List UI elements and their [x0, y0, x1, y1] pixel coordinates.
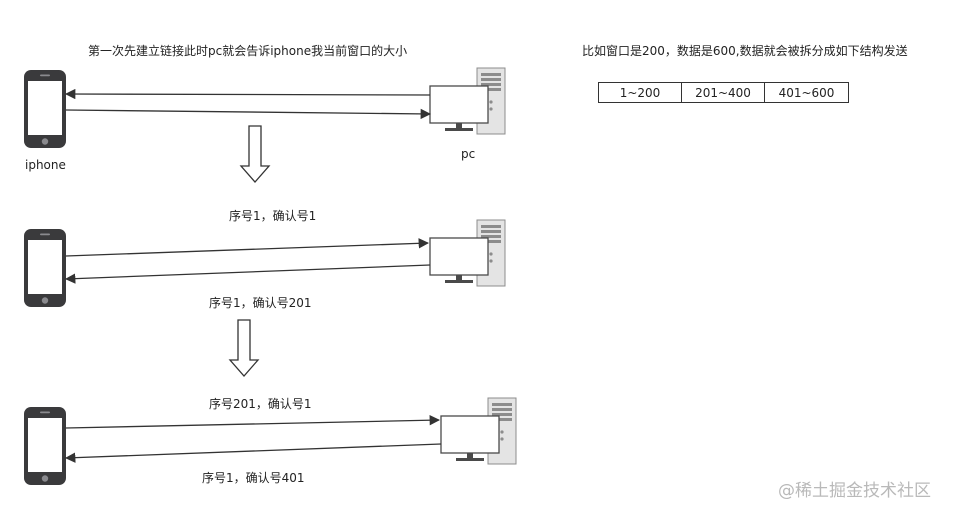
arrow-phone-to-pc [65, 108, 432, 120]
arrow-pc-to-phone [64, 88, 431, 100]
iphone-icon [24, 70, 66, 148]
arrow-phone-to-pc [65, 415, 441, 429]
iphone-label: iphone [25, 158, 66, 172]
pc-icon [429, 219, 506, 287]
watermark: @稀土掘金技术社区 [778, 481, 931, 501]
arrow-phone-to-pc [65, 238, 430, 257]
top-note: 第一次先建立链接此时pc就会告诉iphone我当前窗口的大小 [88, 44, 408, 58]
segment-table: 1~200 201~400 401~600 [598, 82, 849, 103]
iphone-icon [24, 229, 66, 307]
down-arrow-icon [240, 125, 270, 183]
window-note: 比如窗口是200，数据是600,数据就会被拆分成如下结构发送 [582, 44, 908, 58]
pc-label: pc [461, 147, 476, 161]
arrow-pc-to-phone [64, 264, 431, 284]
iphone-icon [24, 407, 66, 485]
segment-cell: 1~200 [599, 83, 682, 102]
down-arrow-icon [229, 319, 259, 377]
message-label: 序号201，确认号1 [209, 397, 312, 411]
message-label: 序号1，确认号1 [229, 209, 317, 223]
pc-icon [429, 67, 506, 135]
message-label: 序号1，确认号201 [209, 296, 312, 310]
arrow-pc-to-phone [64, 443, 442, 463]
pc-icon [440, 397, 517, 465]
segment-cell: 201~400 [682, 83, 765, 102]
message-label: 序号1，确认号401 [202, 471, 305, 485]
segment-cell: 401~600 [778, 85, 835, 100]
